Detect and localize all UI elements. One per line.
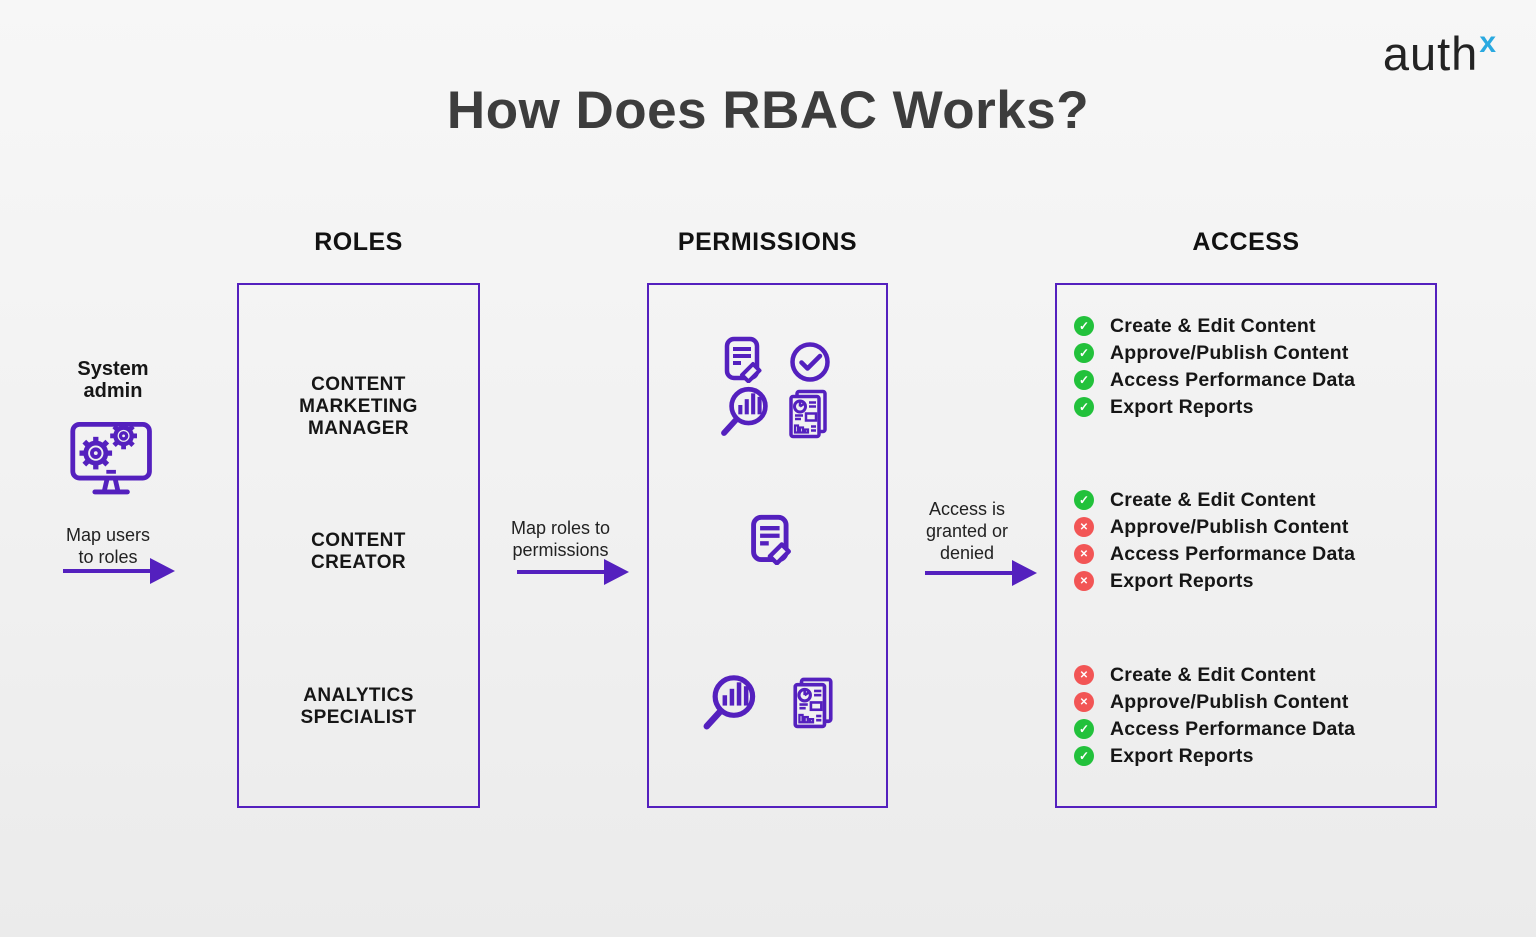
system-admin-label: System admin <box>77 358 149 402</box>
access-item: Create & Edit Content <box>1074 314 1424 337</box>
access-item: Access Performance Data <box>1074 717 1424 740</box>
access-status-icon <box>1074 343 1094 363</box>
access-granted-label: Access is granted or denied <box>925 499 1009 563</box>
role-analytics-specialist: ANALYTICS SPECIALIST <box>300 685 417 728</box>
edit-document-icon <box>746 513 798 565</box>
logo-x-mark: x <box>1479 26 1496 59</box>
map-users-label: Map users to roles <box>65 525 151 567</box>
access-arrow-icon <box>924 558 1039 588</box>
access-item: Export Reports <box>1074 744 1424 767</box>
map-users-arrow-icon <box>62 556 177 586</box>
role-content-creator: CONTENT CREATOR <box>311 530 406 573</box>
access-item-label: Create & Edit Content <box>1110 488 1316 511</box>
access-item: Create & Edit Content <box>1074 488 1424 511</box>
access-item-label: Export Reports <box>1110 744 1254 767</box>
access-item: Create & Edit Content <box>1074 663 1424 686</box>
approval-check-circle-icon <box>788 340 832 384</box>
access-header: ACCESS <box>1192 228 1300 256</box>
access-status-icon <box>1074 571 1094 591</box>
access-item: Approve/Publish Content <box>1074 515 1424 538</box>
access-status-icon <box>1074 397 1094 417</box>
access-item-label: Export Reports <box>1110 569 1254 592</box>
access-item-label: Export Reports <box>1110 395 1254 418</box>
analytics-magnifier-icon <box>717 384 773 440</box>
permissions-header: PERMISSIONS <box>677 228 858 256</box>
access-status-icon <box>1074 517 1094 537</box>
access-item-label: Create & Edit Content <box>1110 663 1316 686</box>
access-box: Create & Edit Content Approve/Publish Co… <box>1055 283 1437 808</box>
permissions-box <box>647 283 888 808</box>
access-status-icon <box>1074 490 1094 510</box>
performance-report-icon <box>789 675 837 732</box>
edit-document-icon <box>720 335 768 383</box>
access-item-label: Access Performance Data <box>1110 542 1356 565</box>
access-status-icon <box>1074 719 1094 739</box>
access-item: Approve/Publish Content <box>1074 690 1424 713</box>
access-item-label: Approve/Publish Content <box>1110 341 1349 364</box>
access-status-icon <box>1074 692 1094 712</box>
access-item-label: Access Performance Data <box>1110 368 1356 391</box>
access-item-label: Access Performance Data <box>1110 717 1356 740</box>
access-item: Export Reports <box>1074 569 1424 592</box>
access-status-icon <box>1074 370 1094 390</box>
access-item: Access Performance Data <box>1074 542 1424 565</box>
access-group-analytics: Create & Edit Content Approve/Publish Co… <box>1074 663 1424 773</box>
access-item: Access Performance Data <box>1074 368 1424 391</box>
map-roles-arrow-icon <box>516 557 631 587</box>
access-status-icon <box>1074 544 1094 564</box>
access-item: Approve/Publish Content <box>1074 341 1424 364</box>
access-group-creator: Create & Edit Content Approve/Publish Co… <box>1074 488 1424 598</box>
access-status-icon <box>1074 316 1094 336</box>
access-status-icon <box>1074 665 1094 685</box>
access-group-manager: Create & Edit Content Approve/Publish Co… <box>1074 314 1424 424</box>
page-title: How Does RBAC Works? <box>446 81 1090 140</box>
analytics-magnifier-icon <box>699 672 761 734</box>
authx-logo: auth x <box>1382 26 1496 80</box>
performance-report-icon <box>785 387 831 442</box>
access-item-label: Approve/Publish Content <box>1110 690 1349 713</box>
roles-box: CONTENT MARKETING MANAGER CONTENT CREATO… <box>237 283 480 808</box>
access-item: Export Reports <box>1074 395 1424 418</box>
logo-wordmark: auth <box>1382 27 1479 80</box>
monitor-gears-icon <box>66 410 162 502</box>
map-roles-label: Map roles to permissions <box>510 518 611 560</box>
access-item-label: Approve/Publish Content <box>1110 515 1349 538</box>
access-item-label: Create & Edit Content <box>1110 314 1316 337</box>
roles-header: ROLES <box>314 228 403 256</box>
role-content-marketing-manager: CONTENT MARKETING MANAGER <box>299 374 418 439</box>
access-status-icon <box>1074 746 1094 766</box>
